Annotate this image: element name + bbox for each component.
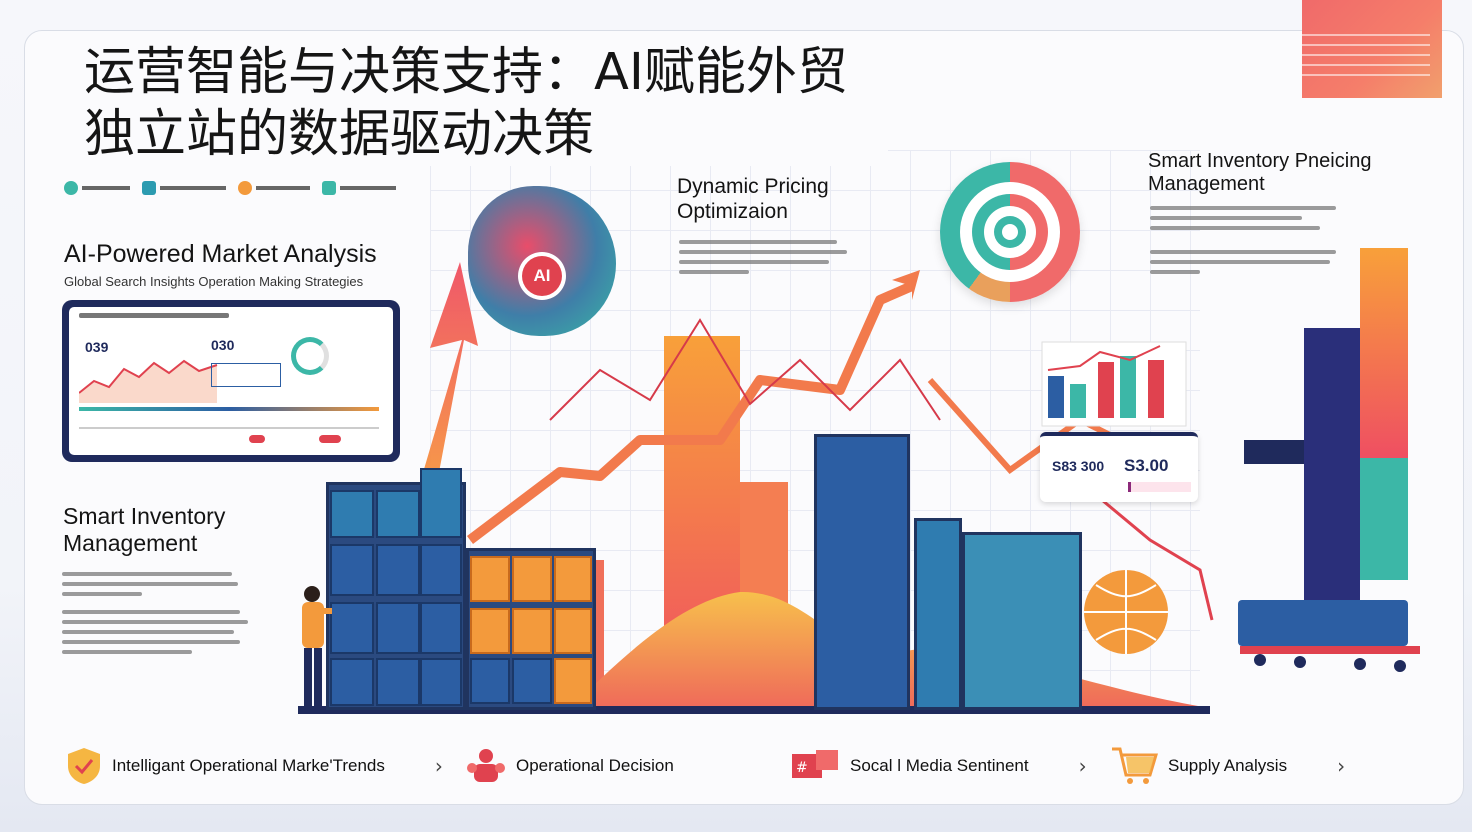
bottom-item-label: Operational Decision (516, 756, 674, 775)
dynamic-pricing-heading: Dynamic Pricing Optimizaion (677, 175, 829, 223)
feature-icon-strip (64, 181, 396, 195)
strip-item (238, 181, 310, 195)
cart-icon (1112, 747, 1158, 784)
storage-rack (962, 532, 1082, 710)
bottom-item-operational-trends[interactable]: Intelligant Operational Marke'Trends › (66, 728, 443, 804)
dashboard-metric-right: 030 (211, 337, 235, 353)
chevron-right-icon: › (1337, 754, 1346, 778)
social-media-icon: # (792, 750, 838, 778)
chevron-right-icon: › (1078, 754, 1087, 778)
bottom-item-social-media[interactable]: # Socal l Media Sentinent › (790, 728, 1087, 804)
inventory-body-text (62, 572, 248, 654)
dynamic-pricing-body-text (679, 240, 849, 274)
strip-item (142, 181, 226, 195)
corner-document-card (1302, 0, 1442, 98)
inventory-heading: Smart Inventory Management (63, 503, 226, 556)
bottom-item-label: Socal l Media Sentinent (850, 756, 1029, 775)
strip-item (322, 181, 396, 195)
data-tower (814, 434, 910, 710)
dashboard-line-chart (79, 359, 218, 403)
smart-pricing-body-text (1150, 206, 1340, 274)
wave-icon (64, 181, 78, 195)
bottom-feature-bar: Intelligant Operational Marke'Trends › O… (0, 728, 1472, 804)
bottom-item-label: Supply Analysis (1168, 756, 1288, 775)
ai-market-heading: AI-Powered Market Analysis (64, 240, 377, 268)
ai-badge-label: AI (522, 256, 562, 296)
ai-brain-cloud: AI (468, 186, 616, 336)
person-figure (302, 586, 332, 708)
smart-pricing-heading: Smart Inventory Pneicing Management (1148, 150, 1372, 195)
bottom-item-supply-analysis[interactable]: Supply Analysis › (1110, 728, 1345, 804)
people-icon (467, 749, 505, 782)
data-tower-right (914, 518, 962, 710)
price-left: S83 300 (1052, 458, 1105, 474)
dashboard-metric-left: 039 (85, 339, 109, 355)
page-title: 运营智能与决策支持：AI赋能外贸 独立站的数据驱动决策 (84, 42, 888, 166)
dashboard-screen: 039 030 (69, 307, 393, 455)
title-line-1: 运营智能与决策支持：AI赋能外贸 (84, 43, 848, 102)
ai-market-subheading: Global Search Insights Operation Making … (64, 274, 364, 289)
shield-icon (68, 748, 100, 784)
coin-icon (238, 181, 252, 195)
price-right: S3.00 (1124, 456, 1169, 475)
dashboard-laptop: 039 030 (62, 300, 400, 462)
dashboard-gauge (291, 337, 329, 375)
target-icon (940, 162, 1080, 302)
strip-item (64, 181, 130, 195)
price-tag-card: S83 300 S3.00 (1040, 432, 1198, 502)
ai-badge: AI (518, 252, 566, 300)
title-line-2: 独立站的数据驱动决策 (84, 105, 595, 164)
svg-text:#: # (796, 760, 808, 776)
chevron-right-icon: › (434, 754, 443, 778)
box-icon (142, 181, 156, 195)
truck-icon (322, 181, 336, 195)
bottom-item-label: Intelligant Operational Marke'Trends (112, 756, 385, 775)
bottom-item-operational-decision[interactable]: Operational Decision (466, 728, 674, 804)
